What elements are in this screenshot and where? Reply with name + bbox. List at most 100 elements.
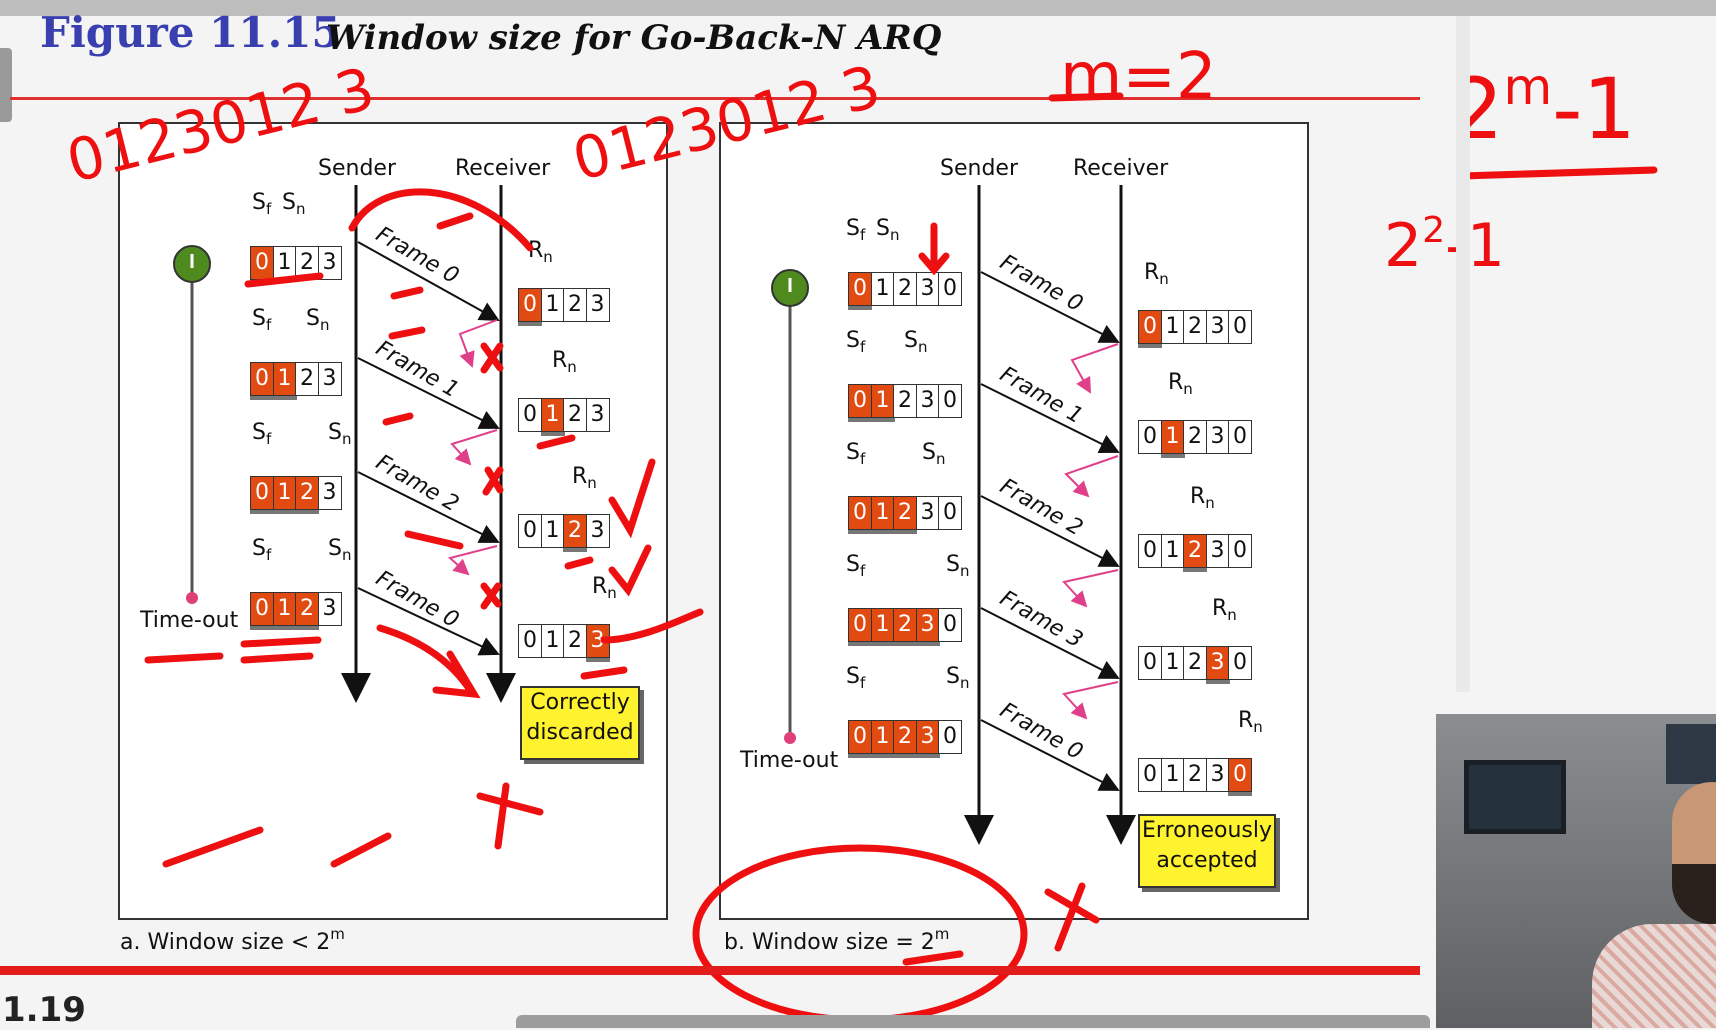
bottom-rule: [0, 966, 1420, 975]
panel-b-sender-window-4-cell: 1: [870, 720, 895, 754]
figure-title: Window size for Go-Back-N ARQ: [326, 18, 942, 58]
panel-b-sf-label: Sf: [846, 440, 866, 468]
panel-b-sender-window-0-cell: 0: [848, 272, 872, 306]
panel-a-sender-window-2-cell: 0: [250, 476, 274, 510]
ink-cross-2: [482, 466, 504, 496]
webcam-picture-frame-2: [1666, 724, 1716, 784]
panel-b-sf-label: Sf: [846, 216, 866, 244]
panel-b-note: Erroneously accepted: [1138, 814, 1276, 888]
panel-b-receiver-window-4-cell: 0: [1138, 758, 1162, 792]
panel-a-note: Correctly discarded: [520, 686, 640, 760]
panel-a-sf-label: Sf: [252, 420, 272, 448]
ink-cross-5: [1044, 882, 1100, 952]
panel-b-receiver-window-1-cell: 0: [1138, 420, 1162, 454]
panel-b-frame-arrow-0: [980, 271, 1120, 343]
top-rule: [10, 97, 1420, 100]
panel-a-frame-arrow-3: [357, 587, 500, 656]
ink-underline-3: [240, 652, 314, 664]
panel-a-lost-ack-0: [458, 319, 498, 368]
panel-b-sender-window-2-cell: 0: [938, 496, 962, 530]
panel-a-sender-window-2-cell: 1: [272, 476, 297, 510]
ink-dash-2: [390, 286, 424, 300]
panel-b-receiver-window-2-cell: 0: [1138, 534, 1162, 568]
panel-a-receiver-window-1-cell: 1: [540, 398, 565, 432]
panel-a-lost-ack-1: [450, 429, 498, 466]
panel-b-receiver-label: Receiver: [1073, 156, 1169, 181]
panel-a-sn-label: Sn: [306, 306, 330, 334]
panel-b-frame-arrow-4: [980, 719, 1120, 791]
panel-a-frame-arrow-0: [357, 241, 500, 321]
ink-check-3: [600, 608, 704, 644]
ink-circle-caption-b: [692, 844, 1028, 1024]
panel-b-receiver-window-4-cell: 1: [1160, 758, 1185, 792]
panel-b-sender-window-3-cell: 3: [915, 608, 940, 642]
panel-b-lost-ack-2: [1062, 569, 1119, 608]
panel-b-receiver-window-2-cell: 0: [1228, 534, 1252, 568]
panel-a-frame-arrow-2: [357, 471, 500, 543]
ink-m-equals: m=2: [1060, 40, 1217, 114]
panel-a-receiver-window-1-cell: 3: [585, 398, 610, 432]
page-number: 1.19: [2, 990, 86, 1030]
ink-cross-3: [480, 582, 502, 610]
panel-b-sn-label: Sn: [946, 552, 970, 580]
panel-b-rn-label: Rn: [1212, 596, 1237, 624]
ink-formula-top: 2m-1: [1450, 58, 1636, 158]
panel-b-sender-window-0-cell: 3: [915, 272, 940, 306]
panel-a-receiver-window-2-cell: 3: [585, 514, 610, 548]
panel-b-receiver-window-4-cell: 3: [1205, 758, 1230, 792]
panel-a-receiver-window-0-cell: 1: [540, 288, 565, 322]
panel-b-receiver-window-0-cell: 1: [1160, 310, 1185, 344]
panel-a-sender-window-1-cell: 2: [295, 362, 319, 396]
panel-b-sender-label: Sender: [940, 156, 1018, 181]
panel-b-caption: b. Window size = 2m: [724, 925, 950, 955]
panel-a-receiver-window-0-cell: 3: [585, 288, 610, 322]
ink-dash-3: [388, 326, 426, 340]
panel-a-receiver-window-1-cell: 0: [518, 398, 542, 432]
ink-check-2: [608, 544, 652, 597]
panel-a-receiver-window-0-cell: 2: [563, 288, 587, 322]
webcam-feed: [1436, 714, 1716, 1028]
panel-a-receiver-window-2-cell: 1: [540, 514, 565, 548]
panel-a-sn-label: Sn: [328, 420, 352, 448]
panel-b-receiver-window-0-cell: 2: [1183, 310, 1207, 344]
ink-dash-8: [162, 826, 264, 868]
panel-b-frame-arrow-2: [980, 495, 1120, 567]
panel-b-timeout-dot: [784, 732, 796, 744]
panel-b-receiver-window-4-cell: 2: [1183, 758, 1207, 792]
ink-arc-over-sender: [348, 188, 534, 252]
panel-a-rn-label: Rn: [572, 464, 597, 492]
panel-b-sender-window-3-cell: 0: [938, 608, 962, 642]
panel-a-rn-label: Rn: [592, 574, 617, 602]
ink-cross-4: [476, 782, 544, 850]
panel-a-sender-window-0-cell: 1: [272, 246, 297, 280]
horizontal-scrollbar[interactable]: [516, 1015, 1430, 1028]
panel-b-receiver-window-3-cell: 0: [1228, 646, 1252, 680]
panel-b-receiver-window-3-cell: 2: [1183, 646, 1207, 680]
panel-b-sender-window-2-cell: 2: [893, 496, 917, 530]
side-tab[interactable]: [0, 48, 12, 122]
panel-a-receiver-label: Receiver: [455, 156, 551, 181]
ink-underline-b: [902, 950, 964, 966]
ink-dash-7: [564, 556, 594, 570]
panel-b-rn-label: Rn: [1144, 260, 1169, 288]
panel-b-sender-window-2-cell: 1: [870, 496, 895, 530]
panel-b-sf-label: Sf: [846, 552, 866, 580]
panel-b-receiver-window-3-cell: 1: [1160, 646, 1185, 680]
panel-b-receiver-window-4-cell: 0: [1228, 758, 1252, 792]
browser-top-strip: [0, 0, 1716, 16]
panel-b-sender-window-1-cell: 0: [938, 384, 962, 418]
panel-b-note-line1: Erroneously: [1141, 818, 1273, 843]
ink-dash-4: [382, 412, 414, 426]
panel-a-receiver-window-3-cell: 2: [563, 624, 587, 658]
panel-a-sender-window-0-cell: 3: [317, 246, 342, 280]
panel-a-sn-label: Sn: [282, 190, 306, 218]
